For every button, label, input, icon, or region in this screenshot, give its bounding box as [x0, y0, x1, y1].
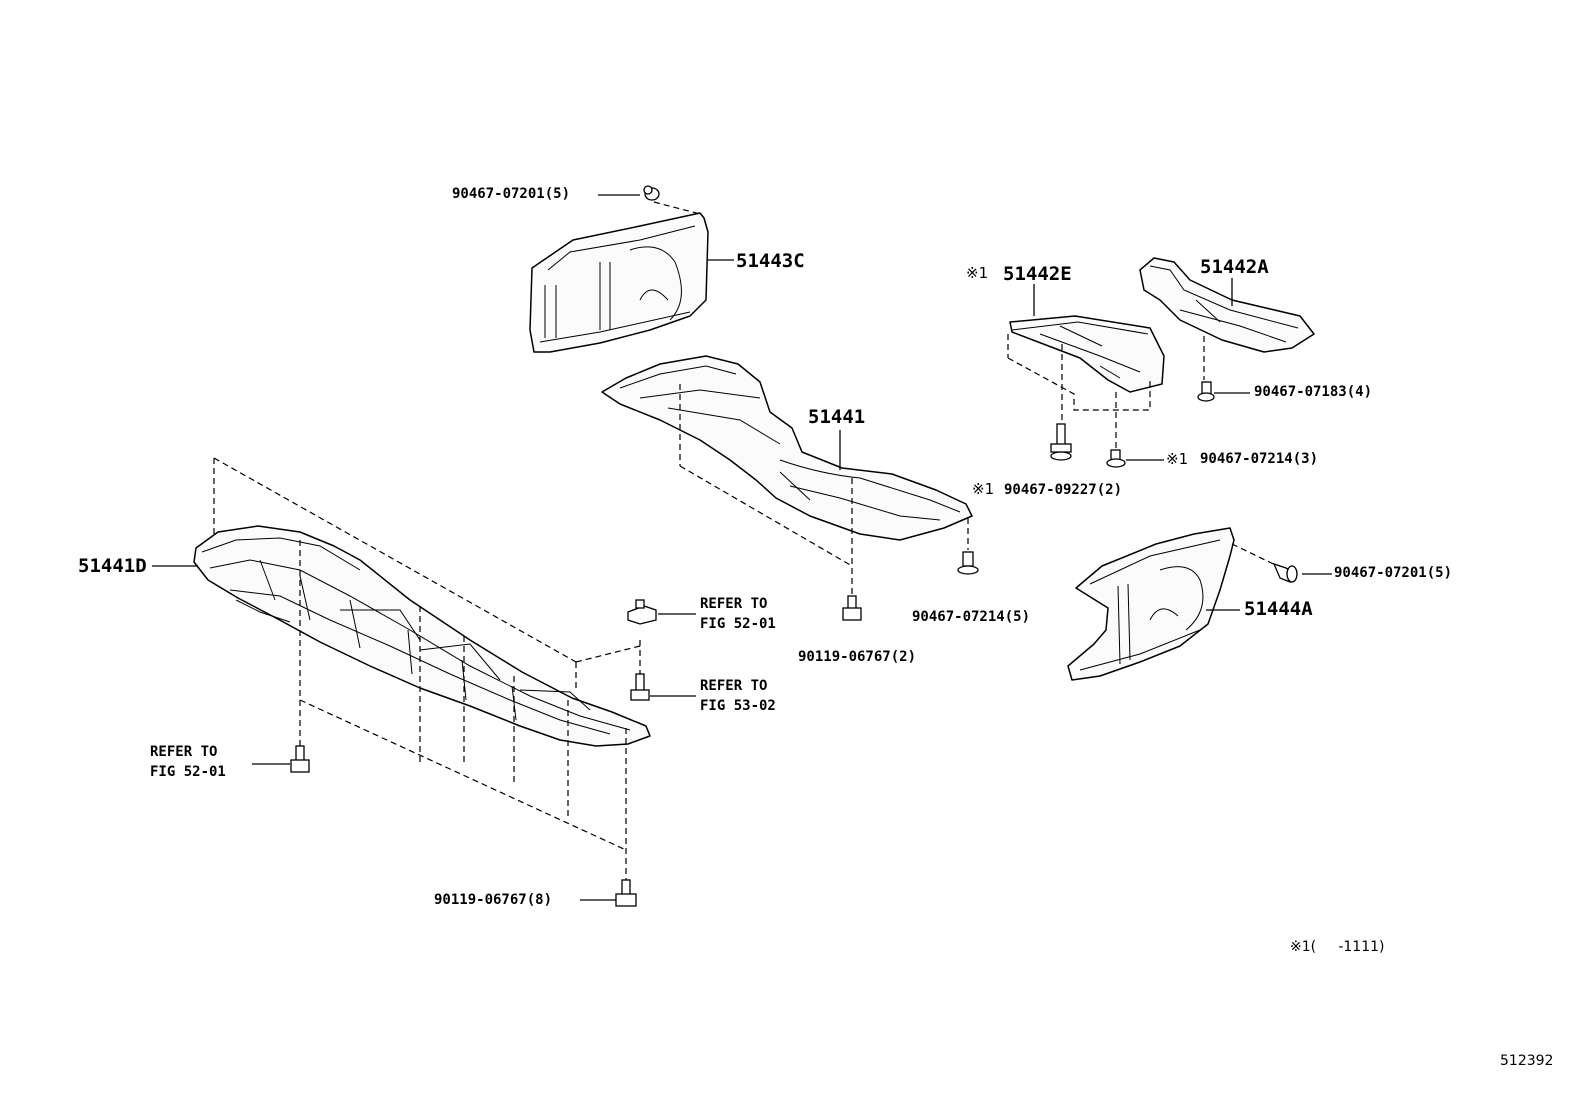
bolt-icon[interactable]	[290, 745, 310, 773]
fastener-label-90467-09227[interactable]: 90467-09227(2)	[1004, 482, 1123, 498]
panel-51444a[interactable]	[1067, 527, 1235, 681]
fastener-label-90119-06767-8[interactable]: 90119-06767(8)	[434, 892, 553, 908]
fastener-label-90467-07201-right[interactable]: 90467-07201(5)	[1334, 565, 1453, 581]
alignment-lines	[213, 201, 1291, 880]
part-label-51441[interactable]: 51441	[808, 406, 866, 428]
refer-fig-52-01-left[interactable]: REFER TO FIG 52-01	[150, 742, 226, 782]
panel-51441d[interactable]	[193, 525, 651, 747]
panel-51442a[interactable]	[1139, 257, 1315, 353]
panel-51441[interactable]	[601, 355, 973, 541]
part-label-51443c[interactable]: 51443C	[736, 250, 805, 272]
part-label-51444a[interactable]: 51444A	[1244, 598, 1313, 620]
refer-line: FIG 52-01	[150, 764, 226, 780]
panel-51442e[interactable]	[1009, 315, 1165, 393]
refer-fig-52-01-right[interactable]: REFER TO FIG 52-01	[700, 594, 776, 634]
figure-id: 512392	[1500, 1053, 1554, 1069]
clip-icon[interactable]	[1197, 381, 1215, 402]
clip-icon[interactable]	[1106, 449, 1126, 468]
refer-line: FIG 53-02	[700, 698, 776, 714]
panel-51443c[interactable]	[529, 212, 709, 353]
part-label-51442e[interactable]: 51442E	[1003, 263, 1072, 285]
bolt-icon[interactable]	[1050, 423, 1072, 461]
fastener-label-90467-07183[interactable]: 90467-07183(4)	[1254, 384, 1373, 400]
fasteners	[290, 185, 1298, 907]
refer-line: FIG 52-01	[700, 616, 776, 632]
refer-line: REFER TO	[700, 596, 768, 612]
fastener-label-90467-07201-top[interactable]: 90467-07201(5)	[452, 186, 571, 202]
footnote: ※1( -1111)	[1290, 939, 1385, 955]
clip-icon[interactable]	[643, 185, 660, 201]
refer-line: REFER TO	[150, 744, 218, 760]
part-label-51442a[interactable]: 51442A	[1200, 256, 1269, 278]
note-mark: ※1	[966, 264, 989, 282]
part-label-51441d[interactable]: 51441D	[78, 555, 147, 577]
clip-icon[interactable]	[1272, 562, 1298, 583]
fastener-label-90467-07214-5[interactable]: 90467-07214(5)	[912, 609, 1031, 625]
note-mark: ※1	[1166, 450, 1189, 468]
bolt-icon[interactable]	[630, 673, 650, 701]
leader-lines	[152, 194, 1332, 901]
note-mark: ※1	[972, 480, 995, 498]
bolt-icon[interactable]	[842, 595, 862, 621]
nut-clip-icon[interactable]	[627, 599, 657, 625]
bolt-icon[interactable]	[615, 879, 637, 907]
refer-fig-53-02[interactable]: REFER TO FIG 53-02	[700, 676, 776, 716]
fastener-label-90119-06767-2[interactable]: 90119-06767(2)	[798, 649, 917, 665]
fastener-label-90467-07214-3[interactable]: 90467-07214(3)	[1200, 451, 1319, 467]
clip-icon[interactable]	[957, 551, 979, 575]
refer-line: REFER TO	[700, 678, 768, 694]
